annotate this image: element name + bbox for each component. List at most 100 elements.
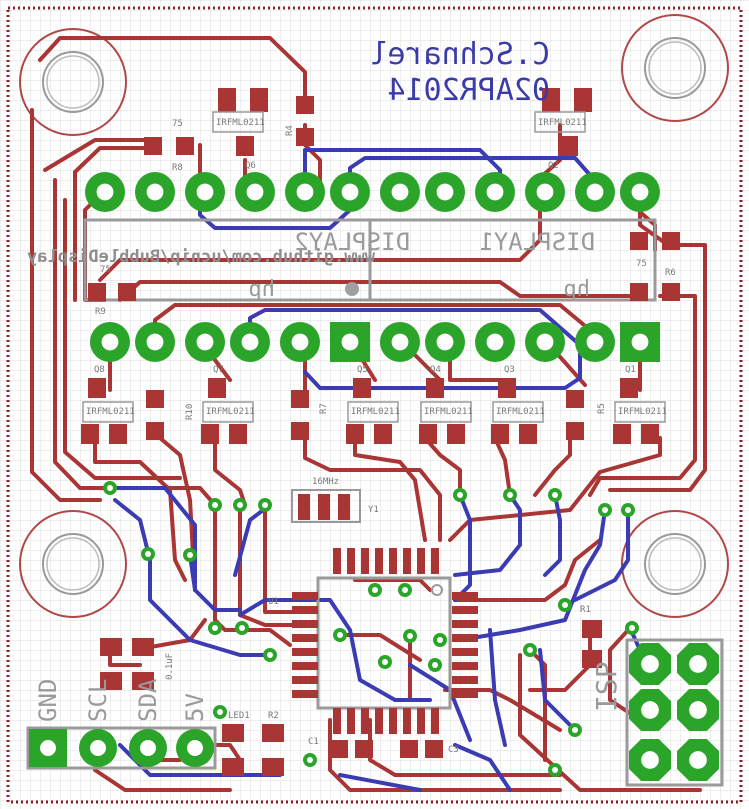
resistor-r2-pad-b xyxy=(262,758,284,776)
mosfet-q4-pad-d xyxy=(426,378,444,398)
mosfet-q6-pad-s xyxy=(250,88,268,112)
ref-r6: R6 xyxy=(665,268,676,278)
isp-pad-4 xyxy=(677,689,719,731)
mcu-pin-top-2 xyxy=(347,548,355,574)
ref-r2: R2 xyxy=(268,711,279,721)
mcu-pin-top-3 xyxy=(361,548,369,574)
mosfet-q3-pad-d xyxy=(498,378,516,398)
mosfet-q5-pad-s xyxy=(374,424,392,444)
ref-q2: Q2 xyxy=(548,161,559,171)
mosfet-q7-pad-g xyxy=(201,424,219,444)
cap-c4-pad-a xyxy=(100,672,122,690)
mosfet-q2-pad-d xyxy=(560,136,578,156)
display-bottom-pad-1 xyxy=(90,322,130,362)
mcu-pin-left-6 xyxy=(292,662,318,670)
mcu-pin-bottom-1 xyxy=(333,708,341,734)
mosfet-q4-pad-s xyxy=(447,424,465,444)
cap-c1-pad-a xyxy=(330,740,348,758)
isp-pad-1 xyxy=(629,643,671,685)
ref-q8: Q8 xyxy=(94,365,105,375)
hp-logo-left: hp xyxy=(249,277,276,302)
resistor-r9-pad-a xyxy=(88,283,106,301)
resistor-r1-pad-a xyxy=(582,620,602,638)
mcu-pin-bottom-4 xyxy=(375,708,383,734)
ref-r8: R8 xyxy=(172,163,183,173)
isp-label: ISP xyxy=(590,661,623,712)
display-bottom-pad-8 xyxy=(425,322,465,362)
connector-label-sda: SDA xyxy=(134,678,162,722)
resistor-r3-pad-a xyxy=(630,232,648,250)
cap-c2-pad-b xyxy=(132,638,154,656)
ref-r1: R1 xyxy=(580,605,591,615)
mcu-pin-top-1 xyxy=(333,548,341,574)
display-bottom-pad-7 xyxy=(380,322,420,362)
mcu-pin-left-7 xyxy=(292,676,318,684)
resistor-r5-pad-b xyxy=(566,422,584,440)
display-top-pad-2 xyxy=(135,172,175,212)
display-top-pad-6 xyxy=(330,172,370,212)
mcu-pin-bottom-7 xyxy=(417,708,425,734)
ref-c1: C1 xyxy=(308,737,319,747)
resistor-r8-pad-a xyxy=(144,137,162,155)
resistor-r3-pad-b xyxy=(662,232,680,250)
i2c-pad-4 xyxy=(176,729,214,767)
mcu-pin-top-8 xyxy=(431,548,439,574)
ref-led1: LED1 xyxy=(228,711,250,721)
mosfet-q5-part: IRFML0211 xyxy=(351,407,400,417)
mcu-pin-right-7 xyxy=(452,676,478,684)
ref-r10: R10 xyxy=(185,404,195,420)
mcu-pin-left-1 xyxy=(292,592,318,600)
display-top-pad-8 xyxy=(425,172,465,212)
isp-pad-2 xyxy=(677,643,719,685)
ref-r4: R4 xyxy=(285,125,295,136)
mosfet-q5-pad-g xyxy=(346,424,364,444)
mosfet-q8-pad-d xyxy=(88,378,106,398)
board-outline xyxy=(6,6,743,804)
i2c-pad-2 xyxy=(79,729,117,767)
smd-pads xyxy=(81,88,680,776)
mcu-pin-right-1 xyxy=(452,592,478,600)
mosfet-q8-part: IRFML0211 xyxy=(86,407,135,417)
ref-r9: R9 xyxy=(95,307,106,317)
mcu-pin-right-4 xyxy=(452,634,478,642)
cap-c1-pad-b xyxy=(355,740,373,758)
display-top-pad-9 xyxy=(475,172,515,212)
isp-pad-6 xyxy=(677,739,719,781)
display-top-pad-5 xyxy=(285,172,325,212)
ref-q3: Q3 xyxy=(504,365,515,375)
crystal-pad-2 xyxy=(318,494,330,520)
mosfet-q1-pad-s xyxy=(641,424,659,444)
r9-value: 75 xyxy=(100,265,111,275)
display2-label: DISPLAY2 xyxy=(294,228,410,256)
ref-q1: Q1 xyxy=(625,365,636,375)
display-bottom-pad-2 xyxy=(135,322,175,362)
connector-outlines xyxy=(26,638,724,787)
display-top-pad-12 xyxy=(620,172,660,212)
mosfet-q7-pad-s xyxy=(229,424,247,444)
led1-pad-b xyxy=(222,758,244,776)
isp-pad-3 xyxy=(629,689,671,731)
mcu-outline xyxy=(316,576,452,710)
resistor-r6-pad-a xyxy=(630,283,648,301)
connector-label-scl: SCL xyxy=(84,679,112,722)
mounting-hole-mid-left xyxy=(19,510,127,618)
display-top-pad-3 xyxy=(185,172,225,212)
cap-value-c2: 0.1uF xyxy=(165,653,175,680)
mcu-pin-right-2 xyxy=(452,606,478,614)
mosfet-q2-pad-g xyxy=(542,88,560,112)
mcu-pin-top-5 xyxy=(389,548,397,574)
connector-label-gnd: GND xyxy=(34,679,62,722)
mosfet-q6-part: IRFML0211 xyxy=(216,118,265,128)
mosfet-q6-pad-g xyxy=(218,88,236,112)
resistor-r2-pad-a xyxy=(262,724,284,742)
connector-labels: GND SCL SDA 5V xyxy=(34,678,209,722)
display-bottom-pad-5 xyxy=(280,322,320,362)
mosfet-q1-pad-g xyxy=(613,424,631,444)
connector-label-5v: 5V xyxy=(181,693,209,722)
mcu-pin-bottom-5 xyxy=(389,708,397,734)
i2c-pad-1 xyxy=(29,729,67,767)
ref-u1: U1 xyxy=(268,597,279,607)
mosfet-q6-pad-d xyxy=(236,136,254,156)
